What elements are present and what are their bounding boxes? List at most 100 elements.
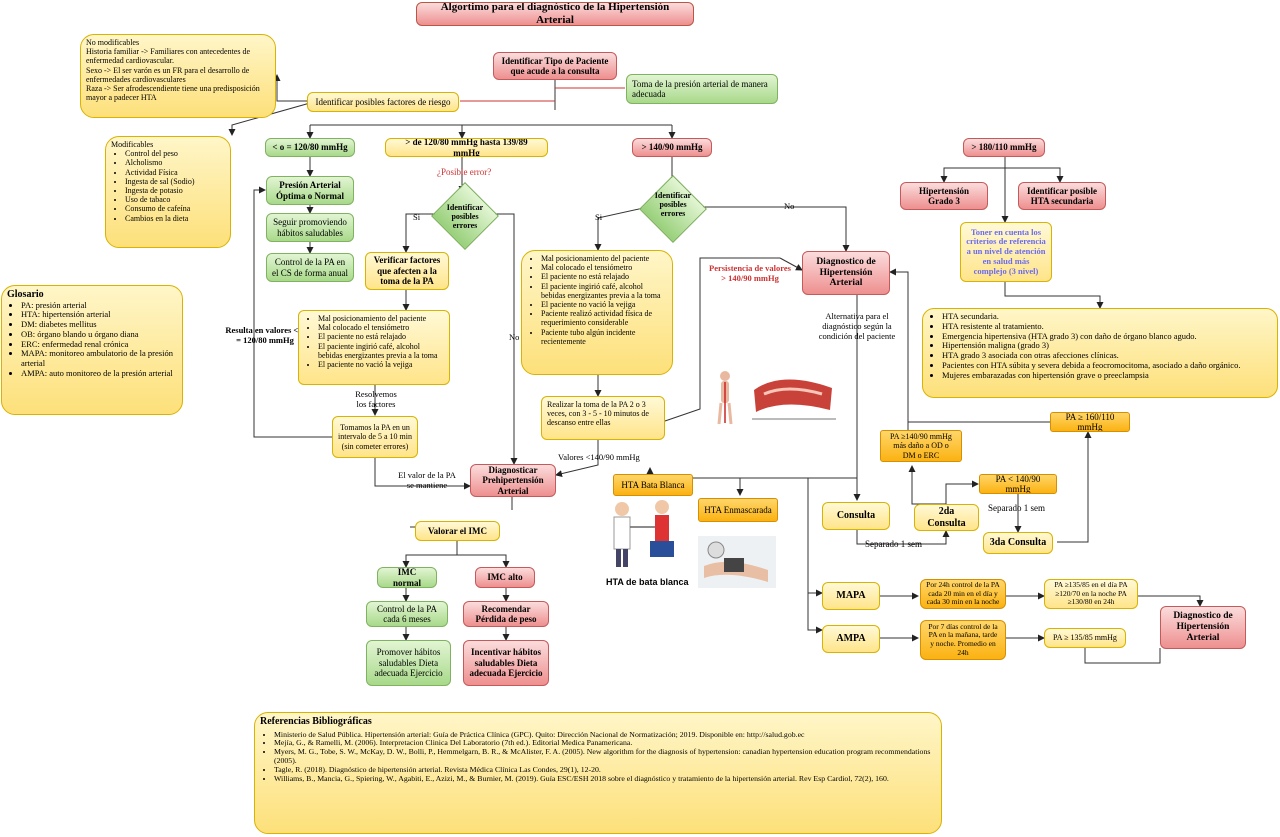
valores-140-label: Valores <140/90 mmHg [558,452,640,462]
anatomy-illustration [717,371,836,425]
glosario-box: Glosario PA: presión arterial HTA: hiper… [1,285,183,415]
error-item: El paciente no vació la vejiga [318,360,444,369]
referencia-item: Mujeres embarazadas con hipertensión gra… [942,370,1272,381]
imc-box: Valorar el IMC [415,521,500,541]
modificable-item: Alcholismo [125,158,225,167]
pa-lt140-box: PA < 140/90 mmHg [979,474,1057,494]
no-label-2: No [784,201,795,211]
modificable-item: Ingesta de sal (Sodio) [125,177,225,186]
errores-diamond-2-label: Identificar posibles errores [654,191,692,219]
separado-label-1: Separado 1 sem [865,539,922,549]
realizar-box: Realizar la toma de la PA 2 o 3 veces, c… [541,396,665,440]
diag-final-box: Diagnostico de Hipertensión Arterial [1160,606,1246,649]
bata-blanca-caption: HTA de bata blanca [606,577,689,587]
no-modificables-line: Sexo -> El ser varón es un FR para el de… [86,65,250,84]
secundaria-box: Identificar posible HTA secundaria [1018,182,1106,210]
no-modificables-box: No modificables Historia familiar -> Fam… [80,34,276,118]
perdida-box: Recomendar Pérdida de peso [463,601,549,627]
referencia-item: Hipertensión maligna (grado 3) [942,341,1272,351]
riesgo-node: Identificar posibles factores de riesgo [307,92,459,112]
glosario-item: MAPA: monitoreo ambulatorio de la presió… [21,349,177,369]
start-node: Identificar Tipo de Paciente que acude a… [493,52,617,80]
imc-alto-box: IMC alto [475,567,535,588]
referencia-item: Pacientes con HTA súbita y severa debida… [942,360,1272,371]
referencia-item: HTA secundaria. [942,311,1272,322]
errores-diamond-1-label: Identificar posibles errores [446,203,484,231]
ampa-desc-box: Por 7 días control de la PA en la mañana… [920,620,1006,660]
no-modificables-heading: No modificables [86,38,140,47]
modificables-box: Modificables Control del peso Alcholismo… [105,136,231,248]
referencia-bib: Ministerio de Salud Pública. Hipertensió… [274,730,936,740]
modificable-item: Control del peso [125,149,225,158]
no-modificables-line: Raza -> Ser afrodescendiente tiene una p… [86,83,260,103]
modificable-item: Cambios en la dieta [125,214,225,223]
pa-160-box: PA ≥ 160/110 mmHg [1050,412,1130,432]
prehipertension-diag: Diagnosticar Prehipertensión Arterial [470,464,556,497]
modificable-item: Ingesta de potasio [125,186,225,195]
habitos-box: Seguir promoviendo hábitos saludables [266,213,354,242]
verificar-box: Verificar factores que afecten a la toma… [365,252,449,290]
diag-hta-box: Diagnostico de Hipertensión Arterial [802,251,890,295]
page-title: Algortimo para el diagnóstico de la Hipe… [416,2,694,26]
optima-box: Presión Arterial Óptima o Normal [266,176,354,205]
consulta-box: Consulta [822,502,890,530]
glosario-item: HTA: hipertensión arterial [21,309,177,320]
error-item: El paciente no está relajado [318,332,444,341]
persistencia-label: Persistencia de valores > 140/90 mmHg [709,263,791,283]
modificable-item: Uso de tabaco [125,195,225,204]
referencia-box: HTA secundaria. HTA resistente al tratam… [922,308,1278,398]
mantiene-label: El valor de la PA se mantiene [398,470,456,490]
hta-enmascarada-box: HTA Enmascarada [698,498,778,522]
glosario-item: OB: órgano blando u órgano diana [21,329,177,340]
error-item: Paciente realizó actividad física de req… [541,309,667,327]
error-item: Mal posicionamiento del paciente [541,254,667,263]
toma-pa-node: Toma de la presión arterial de manera ad… [626,74,778,104]
incentivar-box: Incentivar hábitos saludables Dieta adec… [463,640,549,686]
control-6m-box: Control de la PA cada 6 meses [366,601,448,627]
no-label-1: No [509,332,520,342]
glosario-item: PA: presión arterial [21,300,177,311]
glosario-heading: Glosario [7,289,44,300]
glosario-item: AMPA: auto monitoreo de la presión arter… [21,368,177,379]
referencia-bib: Williams, B., Mancia, G., Spiering, W., … [274,774,936,784]
tener-cuenta-box: Toner en cuenta los criterios de referen… [960,222,1052,282]
consulta3-box: 3da Consulta [983,532,1053,554]
resulta-label: Resulta en valores < o = 120/80 mmHg [225,325,305,345]
glosario-item: ERC: enfermedad renal crónica [21,339,177,350]
branch-grave: > 180/110 mmHg [963,138,1045,157]
hta-bata-blanca-box: HTA Bata Blanca [613,474,693,496]
branch-prehipertension: > de 120/80 mmHg hasta 139/89 mmHg [385,138,548,157]
error-item: Mal colocado el tensiómetro [318,323,444,332]
control-cs-box: Control de la PA en el CS de forma anual [266,253,354,282]
error-item: Paciente tubo algún incidente recienteme… [541,328,667,346]
error-item: Mal colocado el tensiómetro [541,263,667,272]
referencia-bib: Mejía, G., & Ramelli, M. (2006). Interpr… [274,738,936,748]
error-item: El paciente no está relajado [541,272,667,281]
referencias-heading: Referencias Bibliográficas [260,716,372,727]
referencias-box: Referencias Bibliográficas Ministerio de… [254,712,942,834]
referencia-bib: Myers, M. G., Tobe, S. W., McKay, D. W.,… [274,747,936,766]
ampa-box: AMPA [822,625,880,653]
mapa-vals-box: PA ≥135/85 en el día PA ≥120/70 en la no… [1044,579,1138,609]
modificables-heading: Modificables [111,140,154,149]
referencia-item: HTA resistente al tratamiento. [942,321,1272,332]
no-modificables-line: Historia familiar -> Familiares con ante… [86,47,251,66]
error-item: El paciente ingirió café, alcohol bebida… [541,282,667,300]
consulta2-box: 2da Consulta [914,504,979,531]
si-label-2: Si [595,212,603,222]
si-label-1: Si [413,212,421,222]
branch-hta: > 140/90 mmHg [632,138,712,157]
referencia-item: HTA grado 3 asociada con otras afeccione… [942,350,1272,361]
separado-label-2: Separado 1 sem [988,503,1045,513]
error-item: El paciente ingirió café, alcohol bebida… [318,342,444,360]
glosario-item: DM: diabetes mellitus [21,319,177,330]
modificable-item: Consumo de cafeína [125,204,225,213]
errores-list-b: Mal posicionamiento del paciente Mal col… [521,250,673,375]
ampa-vals-box: PA ≥ 135/85 mmHg [1044,628,1126,648]
promover-box: Promover hábitos saludables Dieta adecua… [366,640,451,686]
tensiometro-illustration [698,536,776,588]
grado3-box: Hipertensión Grado 3 [900,182,988,210]
alternativa-label: Alternativa para el diagnóstico según la… [818,311,896,341]
pa-dm-box: PA ≥140/90 mmHg más daño a OD o DM o ERC [880,430,962,462]
errores-list-a: Mal posicionamiento del paciente Mal col… [298,310,450,385]
